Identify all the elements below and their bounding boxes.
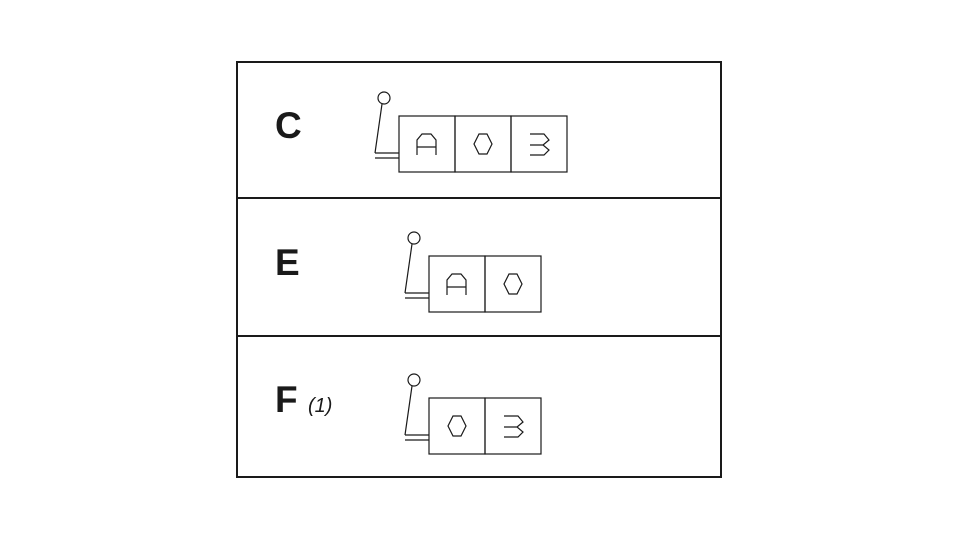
lever-valve-symbol — [374, 91, 568, 173]
row-e: E — [238, 199, 720, 337]
row-c: C — [238, 63, 720, 199]
b-position-icon — [504, 415, 524, 438]
row-label: C — [275, 105, 302, 146]
b-position-icon — [530, 133, 550, 156]
position-box-b — [484, 397, 542, 455]
lever-knob-icon — [407, 373, 421, 387]
position-box-o — [428, 397, 486, 455]
a-position-icon — [446, 273, 467, 295]
position-box-b — [510, 115, 568, 173]
row-label: E — [275, 242, 300, 283]
lever-knob-icon — [377, 91, 391, 105]
position-box-o — [484, 255, 542, 313]
lever-valve-symbol — [404, 373, 542, 455]
footnote-marker: (1) — [308, 395, 333, 417]
a-position-icon — [416, 133, 437, 155]
o-position-icon — [447, 415, 467, 437]
row-label: F — [275, 379, 298, 420]
position-box-o — [454, 115, 512, 173]
row-f: F (1) — [238, 337, 720, 476]
lever-arm — [374, 103, 383, 154]
position-box-a — [398, 115, 456, 173]
lever-knob-icon — [407, 231, 421, 245]
lever-valve-symbol — [404, 231, 542, 313]
o-position-icon — [473, 133, 493, 155]
lever-arm — [404, 385, 413, 436]
valve-position-table: C E — [236, 61, 722, 478]
position-box-a — [428, 255, 486, 313]
o-position-icon — [503, 273, 523, 295]
lever-arm — [404, 243, 413, 294]
